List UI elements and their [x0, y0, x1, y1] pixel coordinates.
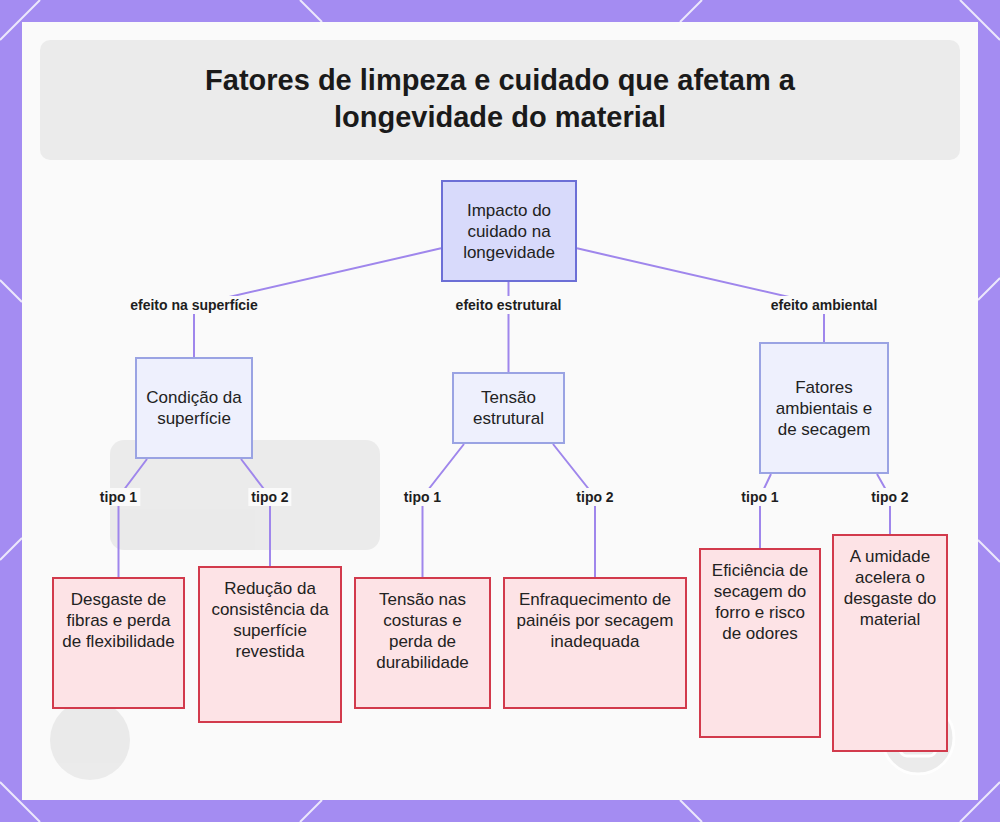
connector — [241, 459, 270, 566]
connector — [760, 474, 771, 548]
connector — [423, 444, 465, 577]
edge-label: tipo 1 — [97, 488, 140, 506]
node-text: Enfraquecimento de painéis por secagem i… — [513, 589, 677, 652]
category-box: Condição da superfície — [135, 357, 253, 459]
category-box: Fatores ambientais e de secagem — [759, 342, 889, 474]
connector — [119, 459, 148, 577]
category-box: Tensão estrutural — [452, 372, 565, 444]
effect-box: A umidade acelera o desgaste do material — [832, 534, 948, 752]
diagram-title: Fatores de limpeza e cuidado que afetam … — [200, 62, 800, 136]
node-text: Eficiência de secagem do forro e risco d… — [709, 560, 811, 644]
effect-box: Enfraquecimento de painéis por secagem i… — [503, 577, 687, 709]
panel — [22, 22, 978, 800]
edge-label: tipo 2 — [573, 488, 616, 506]
node-text: Fatores ambientais e de secagem — [769, 377, 879, 440]
node-text: Tensão estrutural — [462, 387, 555, 429]
node-text: A umidade acelera o desgaste do material — [842, 546, 938, 630]
edge-label: tipo 1 — [401, 488, 444, 506]
edge-label: tipo 2 — [868, 488, 911, 506]
node-text: Desgaste de fibras e perda de flexibilid… — [62, 589, 175, 652]
edge-label: efeito na superfície — [127, 296, 261, 314]
effect-box: Eficiência de secagem do forro e risco d… — [699, 548, 821, 738]
root-box: Impacto do cuidado na longevidade — [441, 180, 577, 282]
node-text: Redução da consistência da superfície re… — [208, 578, 332, 662]
effect-box: Redução da consistência da superfície re… — [198, 566, 342, 723]
edge-label: efeito estrutural — [453, 296, 565, 314]
connector — [553, 444, 595, 577]
edge-label: tipo 2 — [248, 488, 291, 506]
node-text: Tensão nas costuras e perda de durabilid… — [364, 589, 481, 673]
edge-label: tipo 1 — [738, 488, 781, 506]
node-text: Condição da superfície — [145, 387, 243, 429]
edge-label: efeito ambiental — [768, 296, 881, 314]
effect-box: Desgaste de fibras e perda de flexibilid… — [52, 577, 185, 709]
effect-box: Tensão nas costuras e perda de durabilid… — [354, 577, 491, 709]
faint-backdrop — [40, 40, 960, 780]
node-text: Impacto do cuidado na longevidade — [451, 200, 567, 263]
